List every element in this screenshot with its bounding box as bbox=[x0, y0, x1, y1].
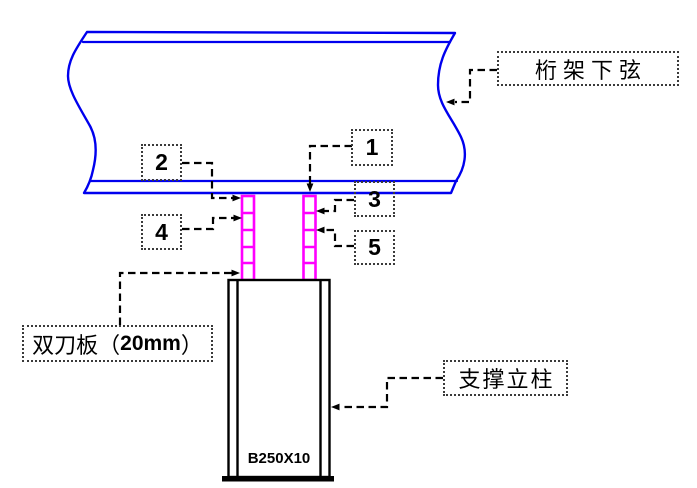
knife-plate-left bbox=[240, 194, 256, 282]
column-outer-wall bbox=[227, 278, 331, 479]
leader-truss-chord bbox=[446, 68, 497, 106]
callout-number: 4 bbox=[155, 218, 168, 245]
support-column-shape bbox=[222, 278, 334, 482]
support-column-label-text: 支撑立柱 bbox=[458, 368, 555, 393]
arrowhead-left-icon bbox=[446, 98, 455, 106]
truss-chord-label: 桁架下弦 bbox=[497, 51, 679, 86]
arrowhead-right-icon bbox=[232, 194, 241, 202]
column-inner-walls bbox=[236, 280, 322, 477]
callout-number: 2 bbox=[155, 149, 168, 175]
leader-knife-plate bbox=[118, 269, 240, 325]
leader-marker-4 bbox=[182, 214, 242, 231]
arrowhead-left-icon bbox=[316, 226, 325, 234]
leader-lines bbox=[118, 68, 497, 411]
callout-number: 1 bbox=[365, 134, 379, 160]
callout-box-1: 1 bbox=[351, 129, 393, 166]
truss-chord-label-text: 桁架下弦 bbox=[534, 58, 647, 84]
leader-support-column bbox=[331, 376, 443, 411]
column-base-plate bbox=[222, 476, 334, 482]
chord-outline-path bbox=[66, 30, 467, 195]
arrowhead-right-icon bbox=[233, 214, 242, 222]
knife-plate-label: 双刀板（20mm） bbox=[22, 325, 213, 362]
column-section-designation: B250X10 bbox=[247, 450, 311, 467]
knife-plate-label-prefix: 双刀板（ bbox=[32, 333, 121, 359]
leader-marker-1 bbox=[306, 144, 352, 192]
knife-plate-thickness: 20mm bbox=[120, 331, 181, 355]
leader-marker-2 bbox=[182, 161, 241, 202]
knife-plate-right bbox=[302, 194, 317, 282]
callout-box-5: 5 bbox=[354, 230, 395, 265]
support-column-label: 支撑立柱 bbox=[443, 360, 568, 396]
arrowhead-down-icon bbox=[306, 183, 314, 192]
callout-box-4: 4 bbox=[141, 214, 182, 250]
arrowhead-left-icon bbox=[331, 403, 340, 411]
knife-plate-label-suffix: ） bbox=[180, 333, 203, 359]
callout-number: 5 bbox=[368, 234, 381, 260]
knife-plates bbox=[240, 194, 317, 282]
callout-box-3: 3 bbox=[354, 181, 395, 217]
leader-marker-3 bbox=[316, 198, 354, 215]
arrowhead-left-icon bbox=[316, 207, 325, 215]
arrowhead-right-icon bbox=[231, 269, 240, 277]
callout-box-2: 2 bbox=[141, 144, 182, 181]
leader-marker-5 bbox=[316, 226, 354, 248]
callout-number: 3 bbox=[368, 185, 381, 212]
truss-chord-shape bbox=[66, 30, 467, 195]
